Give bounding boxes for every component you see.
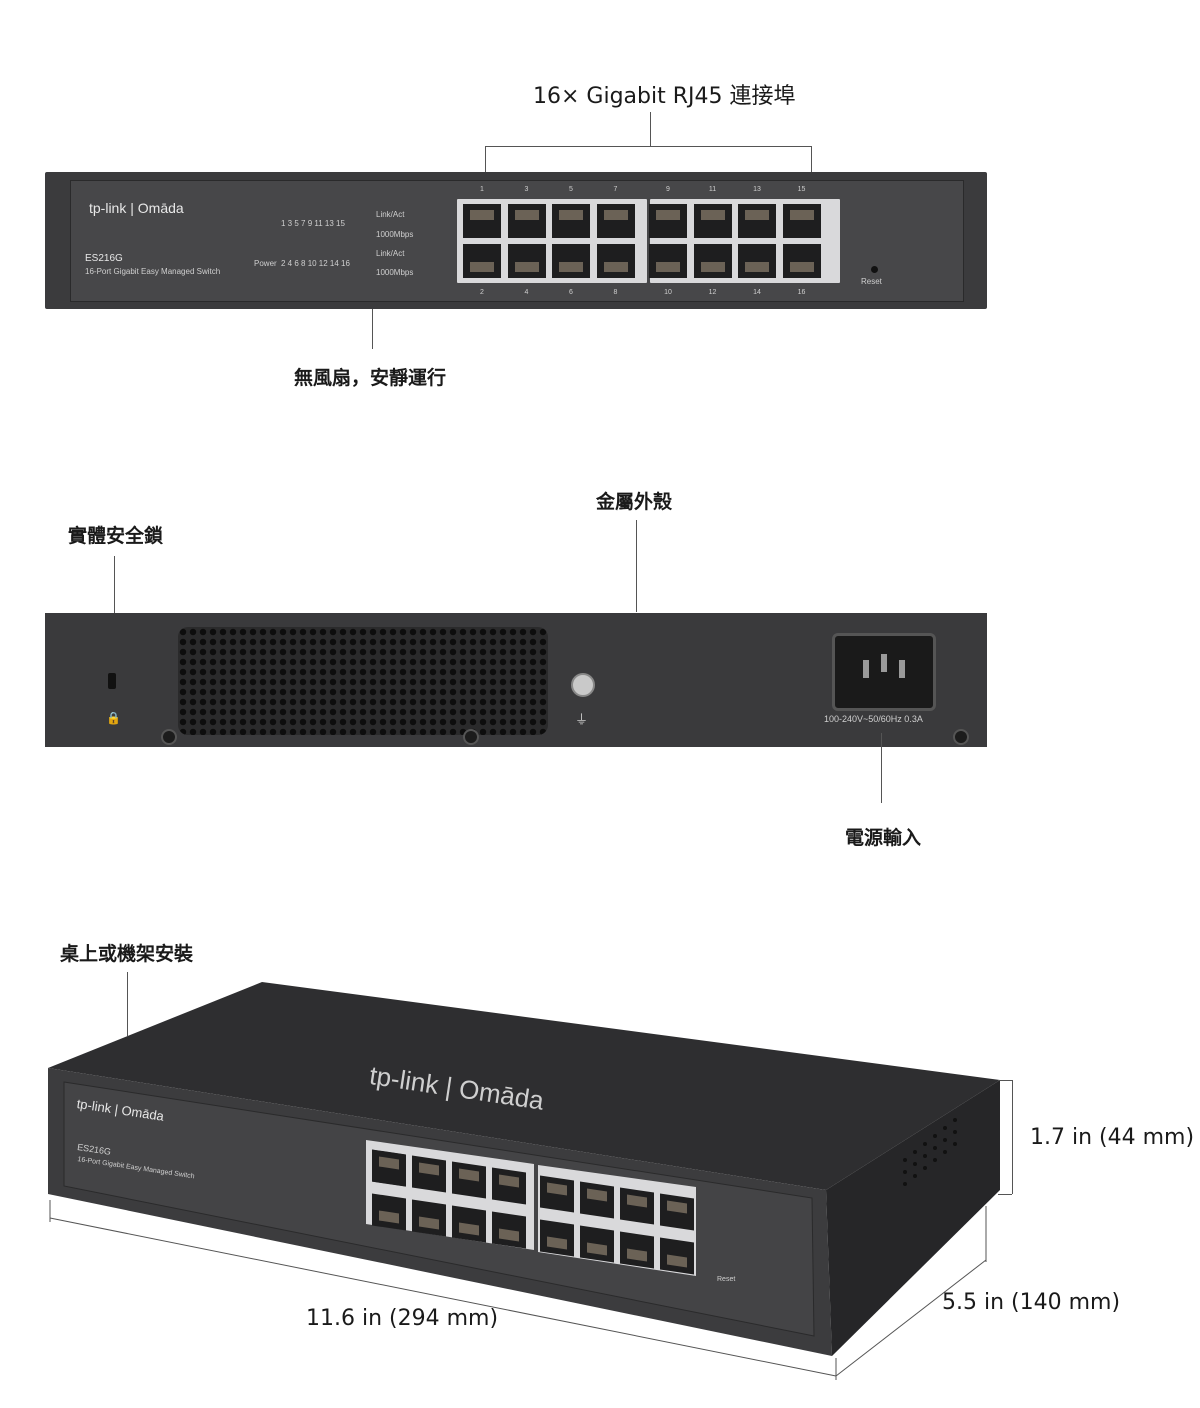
rj45-port-16[interactable] [782, 244, 821, 278]
reset-label: Reset [861, 277, 882, 286]
rj45-port-3d-14[interactable] [620, 1231, 654, 1269]
power-led-label: Power [254, 259, 277, 268]
rj45-port-14[interactable] [738, 244, 776, 278]
rj45-port-3[interactable] [507, 204, 546, 238]
rj45-port-3d-10[interactable] [540, 1219, 574, 1257]
screw-icon [953, 729, 969, 745]
rear-panel: 🔒 ⏚ 100-240V~50/60Hz 0.3A [45, 613, 987, 747]
rj45-port-3d-1[interactable] [372, 1149, 406, 1187]
rj45-port-3d-12[interactable] [580, 1225, 614, 1263]
port-number-label: 10 [664, 289, 672, 296]
rj45-port-3d-6[interactable] [452, 1205, 486, 1243]
port-number-label: 14 [753, 289, 761, 296]
rj45-port-3d-3[interactable] [412, 1155, 446, 1193]
rj45-port-3d-11[interactable] [580, 1181, 614, 1219]
rj45-port-3d-7[interactable] [492, 1167, 526, 1205]
mounting-callout-line [127, 972, 128, 1036]
rj45-port-4[interactable] [507, 244, 546, 278]
lock-icon: 🔒 [106, 711, 121, 725]
reset-label-3d: Reset [717, 1276, 736, 1283]
metal-case-callout-line [636, 520, 637, 612]
rj45-port-3d-9[interactable] [540, 1175, 574, 1213]
rj45-port-7[interactable] [596, 204, 635, 238]
height-dimension-line [1012, 1080, 1013, 1194]
power-socket [832, 633, 936, 711]
rj45-port-10[interactable] [649, 244, 687, 278]
fanless-callout: 無風扇，安靜運行 [294, 367, 447, 389]
rj45-port-3d-16[interactable] [660, 1237, 694, 1275]
odd-led-numbers: 1 3 5 7 9 11 13 15 [281, 219, 345, 228]
port-number-label: 1 [480, 186, 484, 193]
power-input-callout: 電源輸入 [845, 827, 922, 849]
kensington-slot [108, 673, 116, 689]
model-name: ES216G [85, 253, 123, 264]
port-number-label: 9 [666, 186, 670, 193]
rj45-port-3d-13[interactable] [620, 1187, 654, 1225]
power-input-callout-line [881, 733, 882, 803]
brand-logo: tp-link | Omāda [89, 200, 184, 216]
rj45-port-3d-2[interactable] [372, 1193, 406, 1231]
fanless-callout-line [372, 309, 373, 349]
screw-icon [463, 729, 479, 745]
rj45-port-3d-5[interactable] [452, 1161, 486, 1199]
rj45-port-12[interactable] [693, 244, 732, 278]
rj45-port-3d-4[interactable] [412, 1199, 446, 1237]
depth-dimension: 5.5 in (140 mm) [942, 1290, 1121, 1315]
port-number-label: 4 [524, 289, 529, 296]
port-number-label: 15 [797, 186, 806, 193]
height-dimension: 1.7 in (44 mm) [1030, 1125, 1195, 1150]
mounting-callout: 桌上或機架安裝 [60, 943, 194, 965]
port-number-label: 12 [708, 289, 717, 296]
link-act-label-2: Link/Act [376, 249, 405, 258]
screw-icon [161, 729, 177, 745]
security-lock-callout-line [114, 556, 115, 668]
port-number-label: 2 [480, 289, 484, 296]
ground-symbol-icon: ⏚ [575, 712, 589, 727]
rj45-port-3d-8[interactable] [492, 1211, 526, 1249]
ports-bracket [485, 146, 812, 147]
speed-label: 1000Mbps [376, 230, 414, 239]
rj45-port-1[interactable] [463, 204, 501, 238]
width-dimension: 11.6 in (294 mm) [306, 1306, 499, 1331]
model-description: 16-Port Gigabit Easy Managed Switch [85, 267, 221, 276]
port-number-label: 13 [753, 186, 761, 193]
port-number-label: 6 [569, 289, 573, 296]
port-number-label: 7 [613, 186, 618, 193]
ports-bracket-left [485, 146, 486, 182]
ventilation-grille [178, 627, 548, 735]
rj45-port-15[interactable] [782, 204, 821, 238]
power-rating-label: 100-240V~50/60Hz 0.3A [824, 714, 923, 724]
rj45-port-6[interactable] [552, 244, 590, 278]
rj45-port-2[interactable] [463, 244, 501, 278]
port-number-label: 8 [613, 289, 618, 296]
reset-button[interactable] [871, 266, 878, 273]
security-lock-callout: 實體安全鎖 [68, 525, 164, 547]
link-act-label: Link/Act [376, 210, 405, 219]
rj45-port-9[interactable] [649, 204, 687, 238]
rj45-port-8[interactable] [596, 244, 635, 278]
port-number-label: 5 [569, 186, 573, 193]
ground-screw-icon [571, 673, 595, 697]
metal-case-callout: 金屬外殼 [596, 491, 673, 513]
ports-callout-line [650, 112, 651, 146]
ports-callout: 16× Gigabit RJ45 連接埠 [533, 84, 796, 109]
front-panel: tp-link | Omāda ES216G 16-Port Gigabit E… [45, 172, 987, 309]
port-number-label: 11 [708, 186, 717, 193]
port-number-label: 3 [524, 186, 529, 193]
port-number-label: 16 [797, 289, 806, 296]
rj45-port-5[interactable] [552, 204, 590, 238]
rj45-port-13[interactable] [738, 204, 776, 238]
rj45-port-3d-15[interactable] [660, 1193, 694, 1231]
speed-label-2: 1000Mbps [376, 268, 414, 277]
even-led-numbers: 2 4 6 8 10 12 14 16 [281, 259, 350, 268]
rj45-port-11[interactable] [693, 204, 732, 238]
ports-bracket-right [811, 146, 812, 182]
